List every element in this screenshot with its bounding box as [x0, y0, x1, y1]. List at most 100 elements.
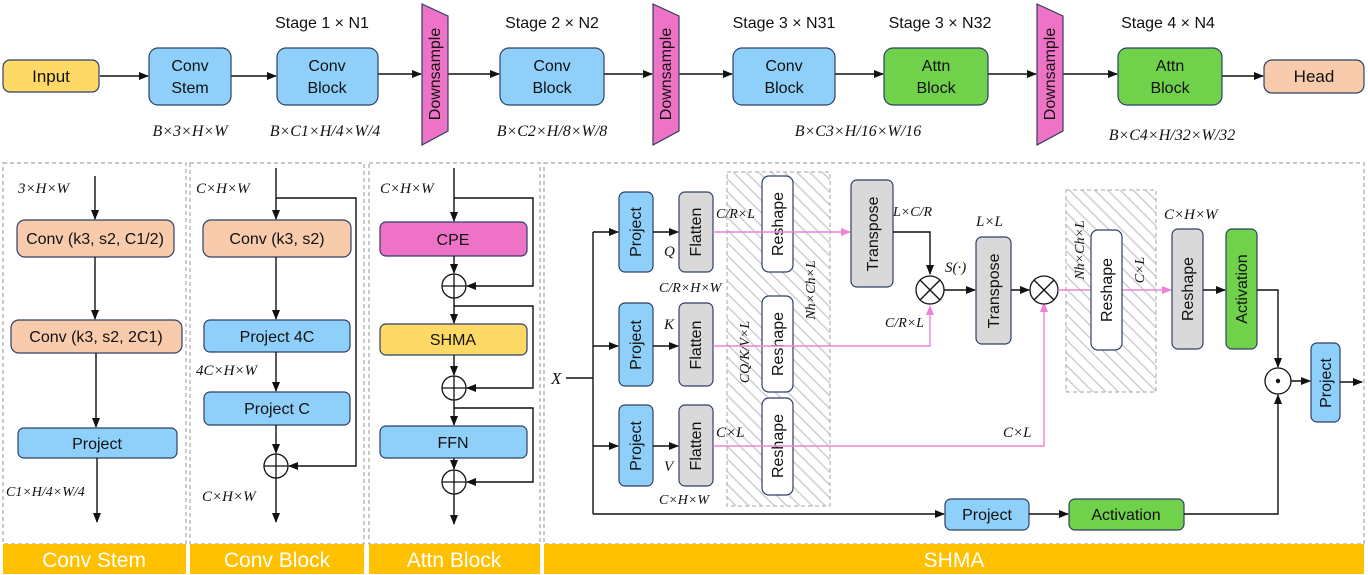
attn-block-3-label-2: Block	[916, 80, 956, 97]
shma-project-k-label: Project	[628, 320, 645, 370]
attn-add-node-3	[441, 469, 467, 495]
dim-stage-4: B×C4×H/32×W/32	[1109, 127, 1236, 144]
shma-flatten-k	[678, 302, 714, 387]
attn-block-4-box	[1117, 47, 1223, 106]
conv-block-projectc-box	[203, 391, 351, 426]
shma-c-hw-top-label: C×H×W	[1164, 207, 1219, 223]
shma-nh-ch-l2-label: Nh×Ch×L	[1073, 220, 1088, 281]
cpe-label: CPE	[437, 232, 470, 249]
shma-activation-vert-label: Activation	[1234, 254, 1251, 323]
shma-reshape-q-label: Reshape	[770, 192, 787, 256]
conv-stem-in-dim: 3×H×W	[17, 181, 71, 197]
shma-transpose-1-label: Transpose	[865, 196, 882, 271]
shma-reshape-k	[761, 295, 794, 393]
attn-block-3-box	[883, 47, 989, 106]
shma-panel: X Project Project Project Q K V Flatten …	[550, 171, 1363, 531]
shma-project-final-label: Project	[1318, 358, 1335, 408]
shma-flatten-k-label: Flatten	[688, 321, 705, 370]
conv-block-conv-box	[202, 219, 352, 258]
stage-3b-label: Stage 3 × N32	[889, 15, 992, 32]
input-box	[2, 59, 100, 93]
shma-x-label: X	[550, 369, 562, 388]
shma-transpose-2-label: Transpose	[986, 253, 1003, 328]
conv-block-2-box	[499, 47, 605, 106]
downsample-2	[652, 3, 680, 147]
head-box	[1263, 59, 1365, 94]
conv-block-mid-dim: 4C×H×W	[196, 363, 259, 379]
shma-dot-node	[1264, 367, 1292, 395]
shma-c-qkv-l-label: CQ/K/V×L	[738, 321, 753, 384]
conv-block-projectc-label: Project C	[244, 401, 310, 418]
panel-label-bg-shma	[544, 544, 1364, 574]
conv-block-1-label-1: Conv	[308, 58, 345, 75]
attn-block-3-label-1: Attn	[922, 58, 950, 75]
shma-project-q-label: Project	[628, 207, 645, 257]
attn-add-node-1	[441, 273, 467, 299]
shma-s-fn-label: S(·)	[945, 260, 966, 276]
attn-block-4-label-2: Block	[1150, 80, 1190, 97]
stage-3a-label: Stage 3 × N31	[733, 15, 836, 32]
conv-stem-project-label: Project	[72, 436, 122, 453]
shma-nh-ch-l-label: Nh×Ch×L	[804, 260, 819, 321]
stage-4-label: Stage 4 × N4	[1121, 15, 1215, 32]
panel-label-bg-conv-stem	[3, 544, 186, 574]
attn-block-in-dim: C×H×W	[380, 181, 435, 197]
conv-block-1-box	[276, 47, 379, 106]
shma-v-label: V	[664, 459, 675, 475]
shma-k-label: K	[663, 317, 675, 333]
conv-stem-out-dim: C1×H/4×W/4	[6, 485, 85, 500]
shma-c-r-l-label: C/R×L	[716, 207, 755, 222]
dim-stage-2: B×C2×H/8×W/8	[497, 123, 608, 140]
conv-stem-panel: 3×H×W Conv (k3, s2, C1/2) Conv (k3, s2, …	[6, 176, 183, 523]
shma-reshape-mid-label: Reshape	[1099, 258, 1116, 322]
attn-add-node-2	[441, 375, 467, 401]
conv-stem-label-1: Conv	[171, 58, 208, 75]
conv-block-in-dim: C×H×W	[196, 181, 251, 197]
panel-label-attn-block: Attn Block	[407, 549, 502, 572]
shma-project-k	[618, 302, 654, 387]
shma-activation-bottom-label: Activation	[1091, 507, 1160, 524]
conv-stem-box	[148, 47, 232, 106]
shma-c-l-right-label: C×L	[1003, 425, 1031, 441]
shma-l-l-label: L×L	[975, 214, 1003, 230]
conv-block-add-node	[263, 453, 289, 479]
top-pipeline: Input Conv Stem Conv Block Downsample Co…	[2, 3, 1365, 147]
conv-block-3-label-2: Block	[764, 80, 804, 97]
downsample-2-label: Downsample	[658, 28, 675, 121]
shma-reshape-final	[1171, 228, 1204, 350]
shma-c-hw-v-label: C×H×W	[659, 493, 710, 508]
shma-reshape-final-label: Reshape	[1180, 257, 1197, 321]
panel-label-bg-attn-block	[369, 544, 540, 574]
shma-multiply-node-2	[1029, 275, 1059, 305]
shma-activation-vert	[1225, 228, 1258, 350]
ffn-label: FFN	[437, 435, 468, 452]
shma-project-bottom-label: Project	[962, 507, 1012, 524]
dim-stage-1: B×C1×H/4×W/4	[270, 123, 381, 140]
conv-block-out-dim: C×H×W	[202, 489, 257, 505]
shma-transpose-1	[850, 179, 894, 288]
conv-block-project4c-box	[203, 319, 351, 353]
input-label: Input	[32, 67, 70, 86]
shma-reshape-k-label: Reshape	[770, 312, 787, 376]
shma-flatten-v-label: Flatten	[688, 422, 705, 471]
panel-label-conv-block: Conv Block	[224, 549, 331, 572]
shma-multiply-node-1	[915, 275, 945, 305]
panel-label-shma: SHMA	[924, 549, 985, 572]
downsample-1	[421, 3, 449, 147]
shma-c-r-l2-label: C/R×L	[885, 316, 924, 331]
conv-stem-label-2: Stem	[171, 80, 208, 97]
head-label: Head	[1294, 67, 1335, 86]
conv-block-2-label-1: Conv	[533, 58, 570, 75]
attn-block-panel: C×H×W CPE SHMA FFN	[379, 168, 534, 525]
attn-block-4-label-1: Attn	[1156, 58, 1184, 75]
shma-label: SHMA	[430, 332, 477, 349]
conv-stem-conv1-label: Conv (k3, s2, C1/2)	[26, 231, 164, 248]
dim-stage-3: B×C3×H/16×W/16	[795, 123, 922, 140]
shma-reshape-q	[761, 175, 794, 273]
conv-block-1-label-2: Block	[307, 80, 347, 97]
downsample-3-label: Downsample	[1042, 28, 1059, 121]
panel-label-conv-stem: Conv Stem	[42, 549, 146, 572]
conv-block-3-box	[732, 47, 836, 106]
dim-input: B×3×H×W	[152, 123, 229, 140]
